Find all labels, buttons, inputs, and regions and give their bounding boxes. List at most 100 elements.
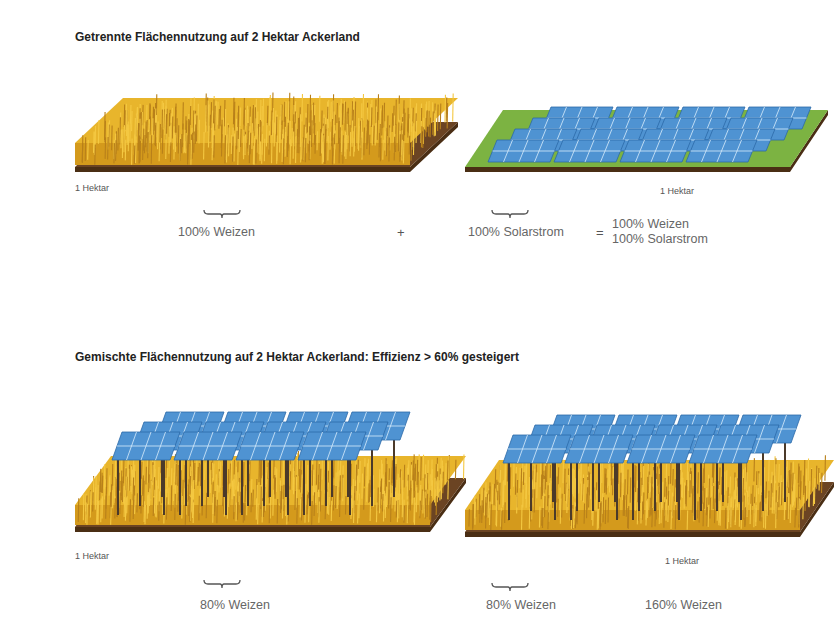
wheat-stalk — [447, 460, 449, 480]
panel-grid — [570, 449, 628, 450]
wheat-stalk — [189, 476, 191, 494]
wheat-stalk — [237, 502, 239, 520]
wheat-stalk — [821, 473, 823, 493]
wheat-stalk — [755, 508, 757, 526]
wheat-stalk — [438, 480, 440, 497]
wheat-stalk — [648, 471, 650, 493]
wheat-stalk — [178, 125, 180, 153]
wheat-stalk — [171, 468, 173, 487]
wheat-stalk — [134, 495, 136, 514]
wheat-stalk — [256, 498, 258, 520]
section-heading: Getrennte Flächennutzung auf 2 Hektar Ac… — [75, 30, 360, 44]
wheat-stalk — [318, 501, 320, 522]
wheat-stalk — [687, 511, 689, 530]
wheat-stalk — [373, 489, 375, 507]
wheat-stalk — [813, 488, 815, 506]
panel-grid — [179, 446, 237, 447]
wheat-stalk — [407, 481, 409, 500]
wheat-stalk — [496, 500, 498, 526]
wheat-stalk — [327, 136, 329, 160]
wheat-stalk — [384, 131, 386, 150]
wheat-stalk — [293, 132, 295, 159]
area-label: 1 Hektar — [75, 183, 109, 194]
wheat-stalk — [395, 99, 397, 125]
wheat-stalk — [190, 496, 192, 521]
wheat-stalk — [733, 491, 735, 508]
panel-grid — [625, 151, 687, 152]
wheat-stalk — [134, 146, 136, 164]
wheat-stalk — [197, 467, 199, 486]
wheat-stalk — [395, 464, 397, 487]
mounting-pole — [241, 460, 243, 515]
wheat-stalk — [266, 123, 268, 146]
yield-label: 100% Weizen 100% Solarstrom — [612, 217, 712, 247]
wheat-stalk — [297, 453, 299, 476]
wheat-stalk — [191, 462, 193, 488]
wheat-stalk — [809, 481, 811, 507]
wheat-stalk — [375, 125, 377, 145]
wheat-stalk — [255, 118, 257, 138]
wheat-stalk — [410, 488, 412, 511]
panel-surface — [236, 432, 304, 460]
wheat-stalk — [297, 451, 299, 476]
wheat-stalk — [297, 129, 299, 153]
wheat-stalk — [282, 460, 284, 486]
agrivoltaic-field — [465, 415, 834, 537]
wheat-stalk — [328, 497, 330, 515]
wheat-stalk — [788, 493, 790, 519]
wheat-stalk — [572, 505, 574, 529]
wheat-stalk — [697, 501, 699, 518]
wheat-stalk — [645, 506, 647, 526]
wheat-stalk — [250, 493, 252, 512]
wheat-stalk — [366, 476, 368, 502]
wheat-stalk — [147, 132, 149, 158]
wheat-stalk — [90, 491, 92, 517]
wheat-stalk — [363, 128, 365, 156]
wheat-stalk — [175, 110, 177, 135]
wheat-stalk — [463, 455, 465, 479]
wheat-stalk — [227, 493, 229, 518]
wheat-stalk — [620, 473, 622, 497]
wheat-stalk — [378, 133, 380, 157]
wheat-stalk — [214, 106, 216, 131]
wheat-stalk — [357, 504, 359, 523]
wheat-stalk — [726, 470, 728, 491]
wheat-stalk — [550, 481, 552, 505]
wheat-stalk — [124, 497, 126, 517]
wheat-stalk — [110, 507, 112, 525]
wheat-stalk — [439, 474, 441, 500]
mounting-pole — [179, 460, 181, 515]
wheat-stalk — [322, 142, 324, 164]
wheat-stalk — [767, 497, 769, 516]
panel-surface — [689, 435, 757, 463]
wheat-stalk — [184, 130, 186, 153]
wheat-stalk — [397, 497, 399, 522]
wheat-stalk — [213, 135, 215, 157]
wheat-stalk — [251, 123, 253, 149]
wheat-stalk — [265, 473, 267, 492]
wheat-stalk — [595, 490, 597, 511]
wheat-stalk — [136, 493, 138, 512]
wheat-stalk — [107, 137, 109, 160]
wheat-stalk — [541, 475, 543, 500]
wheat-stalk — [307, 465, 309, 491]
wheat-stalk — [234, 102, 236, 131]
wheat-stalk — [398, 95, 400, 121]
wheat-stalk — [584, 503, 586, 523]
wheat-stalk — [756, 485, 758, 502]
wheat-stalk — [214, 497, 216, 516]
wheat-stalk — [416, 487, 418, 512]
wheat-stalk — [607, 498, 609, 523]
wheat-stalk — [560, 498, 562, 523]
wheat-stalk — [407, 119, 409, 137]
wheat-stalk — [667, 505, 669, 522]
wheat-stalk — [236, 131, 238, 149]
wheat-stalk — [269, 505, 271, 523]
wheat-stalk — [233, 134, 235, 162]
under-brace — [204, 210, 240, 218]
mounting-pole — [163, 460, 165, 515]
wheat-stalk — [175, 133, 177, 152]
solar-panel — [620, 140, 691, 162]
wheat-stalk — [659, 503, 661, 524]
wheat-field — [75, 93, 458, 172]
